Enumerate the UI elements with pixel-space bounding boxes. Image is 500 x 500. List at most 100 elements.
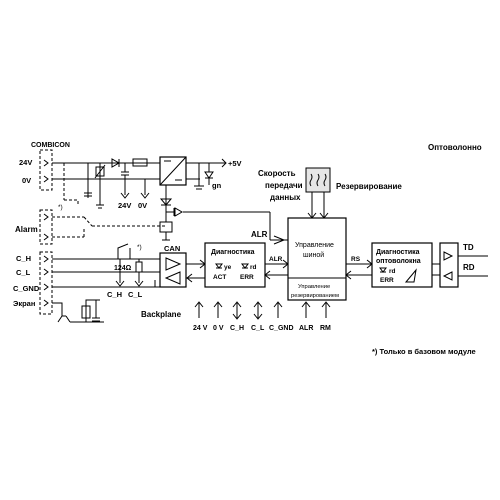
bp-24v-arrow (194, 301, 204, 318)
bp-rm-arrow (321, 301, 331, 318)
alr-mid-label: ALR (269, 256, 283, 263)
varistor-symbol (95, 166, 105, 177)
can-label: CAN (164, 244, 180, 253)
terminal-0v (43, 175, 49, 183)
backplane-label: Backplane (141, 310, 182, 319)
speed-line2: передачи (265, 181, 303, 190)
terminal-24v (43, 159, 49, 167)
series-diode (111, 158, 121, 168)
diagnostics-box (204, 242, 266, 288)
ch-label: C_H (16, 254, 31, 263)
speed-switch-icon (309, 173, 327, 187)
plus5v-arrow (221, 158, 227, 168)
bp-0v-arrow (213, 301, 223, 318)
can-receiver-triangle (164, 271, 181, 285)
bp-cgnd-arrow (273, 301, 283, 318)
alarm-section: Alarm *) (15, 204, 173, 245)
ch-bottom-label: C_H (107, 290, 122, 299)
led-ye-icon (215, 263, 223, 269)
red-ctrl-line2: резервированием (291, 293, 339, 299)
fiber-title: Оптоволонно (428, 143, 482, 152)
speed-switch (305, 167, 331, 193)
bp-cl-arrow (253, 301, 263, 320)
speed-line1: Скорость (258, 169, 296, 178)
alarm-footnote-mark: *) (58, 204, 63, 211)
fiber-port-box (439, 242, 459, 288)
rd-receiver-icon (442, 271, 453, 281)
diagnostics-block: Диагностика ye rd ACT ERR ALR (204, 242, 289, 288)
bus-24v-label: 24V (118, 201, 131, 210)
ye-label: ye (224, 264, 232, 271)
bp-24v-label: 24 V (193, 325, 208, 332)
bp-rm-label: RM (320, 325, 331, 332)
bus-0v-label: 0V (138, 201, 147, 210)
diag-to-can-arrow (186, 273, 193, 283)
termination-switch (117, 243, 131, 259)
can-connector (39, 251, 53, 315)
arrow-24v (120, 192, 130, 199)
td-transmitter-icon (443, 251, 454, 261)
alr-top-label: ALR (251, 230, 268, 239)
res124-label: 124Ω (114, 265, 132, 272)
td-label: TD (463, 243, 474, 252)
bus-ctrl-line2: шиной (303, 251, 324, 259)
terminal-cl (43, 268, 49, 276)
bus-control-block: Скорость передачи данных Резервирование … (258, 167, 402, 301)
bus-control-box (287, 217, 347, 301)
bp-0v-label: 0 V (213, 325, 224, 332)
cl-label: C_L (16, 268, 31, 277)
fo-diag-line1: Диагностика (376, 249, 420, 256)
terminal-cgnd (43, 283, 49, 291)
fo-level-icon (404, 268, 417, 283)
power-input-section: COMBICON 24V 0V 24V (19, 142, 288, 245)
shield-ground (52, 302, 71, 323)
rs-label: RS (351, 256, 361, 263)
feedback-diode (174, 207, 184, 217)
alarm-diode (159, 198, 173, 206)
fo-diagnostics-block: Диагностика оптоволокна rd ERR (371, 242, 440, 288)
speed-line3: данных (270, 193, 301, 202)
can-driver-triangle (165, 257, 182, 271)
err2-label: ERR (380, 277, 394, 284)
bp-alr-label: ALR (299, 325, 313, 332)
cl-arrow (134, 280, 144, 287)
plus5v-label: +5V (228, 159, 242, 168)
bus-to-diag-arrow (264, 270, 271, 280)
input-0v-label: 0V (22, 176, 31, 185)
fuse-symbol (132, 158, 148, 167)
bp-alr-arrow (301, 301, 311, 318)
shield-resistor (81, 305, 91, 319)
fo-diag-line2: оптоволокна (376, 258, 421, 265)
shield-label: Экран (13, 299, 35, 308)
shield-rc (70, 299, 100, 323)
bp-ch-arrow (232, 301, 242, 320)
err1-label: ERR (240, 274, 254, 281)
arrow-0v (140, 192, 150, 199)
shield-dashed (63, 163, 79, 205)
bp-ch-label: C_H (230, 325, 244, 332)
backplane-section: Backplane 24 V 0 V C_H C_L C_GND ALR RM (141, 301, 331, 332)
alarm-terminal-1 (43, 213, 49, 221)
combicon-label: COMBICON (31, 142, 70, 149)
alarm-relay-coil (159, 221, 173, 233)
act-label: ACT (213, 274, 226, 281)
can-input-section: C_H C_L C_GND Экран *) 124Ω C_H C_L (13, 243, 160, 323)
fo-to-bus-arrow (345, 270, 352, 280)
footnote: *) Только в базовом модуле (372, 347, 476, 356)
alarm-terminal-2 (43, 233, 49, 241)
terminal-shield (43, 299, 49, 307)
red-ctrl-line1: Управление (298, 284, 330, 290)
can-transceiver-box (159, 252, 187, 288)
redundancy-label: Резервирование (336, 182, 402, 191)
cgnd-label: C_GND (13, 284, 40, 293)
bp-cgnd-label: C_GND (269, 325, 294, 332)
led-rd2-icon (379, 267, 387, 273)
alarm-connector (39, 209, 53, 245)
alarm-label: Alarm (15, 225, 38, 234)
relay-footnote-mark: *) (137, 244, 142, 251)
rd1-label: rd (250, 264, 257, 271)
ch-arrow (115, 280, 125, 287)
fiber-ports: Оптоволонно TD RD (428, 143, 488, 288)
